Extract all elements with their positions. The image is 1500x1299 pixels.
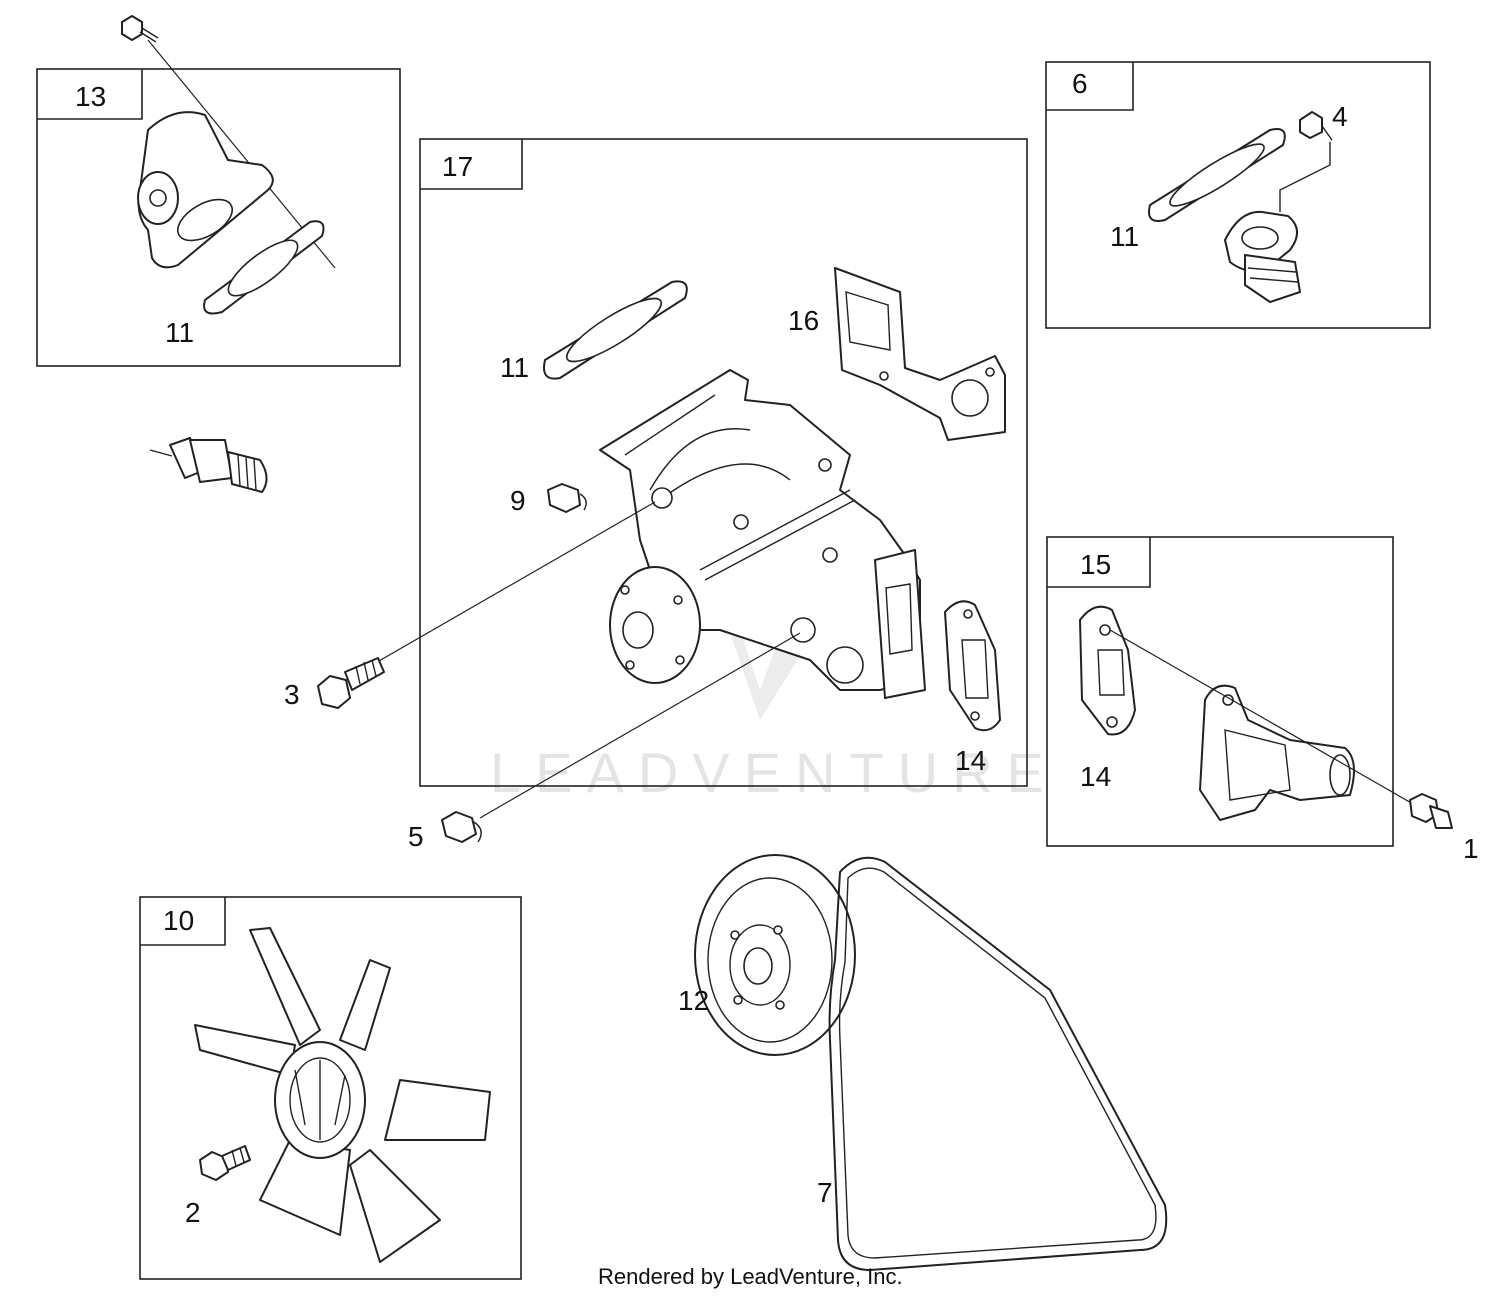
callout-17-11: 11 xyxy=(500,352,529,383)
group-10-fan[interactable]: 10 2 xyxy=(139,896,522,1280)
callout-17-9: 9 xyxy=(510,485,526,516)
group-label-13: 13 xyxy=(75,81,106,112)
bolt-3[interactable]: 3 xyxy=(284,657,385,710)
group-13-thermostat-housing[interactable]: 13 11 xyxy=(36,39,401,367)
group-label-17: 17 xyxy=(442,151,473,182)
callout-5: 5 xyxy=(408,821,424,852)
callout-2: 2 xyxy=(185,1197,201,1228)
fan-belt-7[interactable]: 7 xyxy=(817,856,1168,1271)
nut-5[interactable]: 5 xyxy=(408,811,482,852)
callout-13-11: 11 xyxy=(165,317,194,348)
temperature-sensor[interactable] xyxy=(149,437,268,493)
group-label-15: 15 xyxy=(1080,549,1111,580)
bolt-1[interactable]: 1 xyxy=(1409,793,1479,864)
group-15-water-outlet[interactable]: 15 14 xyxy=(1046,536,1421,847)
bolt-top-left[interactable] xyxy=(121,15,159,43)
rendered-by-credit: Rendered by LeadVenture, Inc. xyxy=(598,1264,903,1289)
group-6-thermostat[interactable]: 6 11 4 xyxy=(1045,61,1431,329)
callout-6-4: 4 xyxy=(1332,101,1348,132)
callout-3: 3 xyxy=(284,679,300,710)
group-label-10: 10 xyxy=(163,905,194,936)
callout-6-11: 11 xyxy=(1110,221,1139,252)
group-label-6: 6 xyxy=(1072,68,1088,99)
leadventure-watermark: LEADVENTURE xyxy=(490,560,1058,804)
group-17-water-pump[interactable]: 17 11 16 9 xyxy=(371,138,1028,819)
callout-17-14: 14 xyxy=(955,745,986,776)
watermark-text: LEADVENTURE xyxy=(490,741,1058,804)
callout-7: 7 xyxy=(817,1177,833,1208)
callout-17-16: 16 xyxy=(788,305,819,336)
callout-1: 1 xyxy=(1463,833,1479,864)
callout-12: 12 xyxy=(678,985,709,1016)
callout-15-14: 14 xyxy=(1080,761,1111,792)
pulley-12[interactable]: 12 xyxy=(678,854,856,1056)
